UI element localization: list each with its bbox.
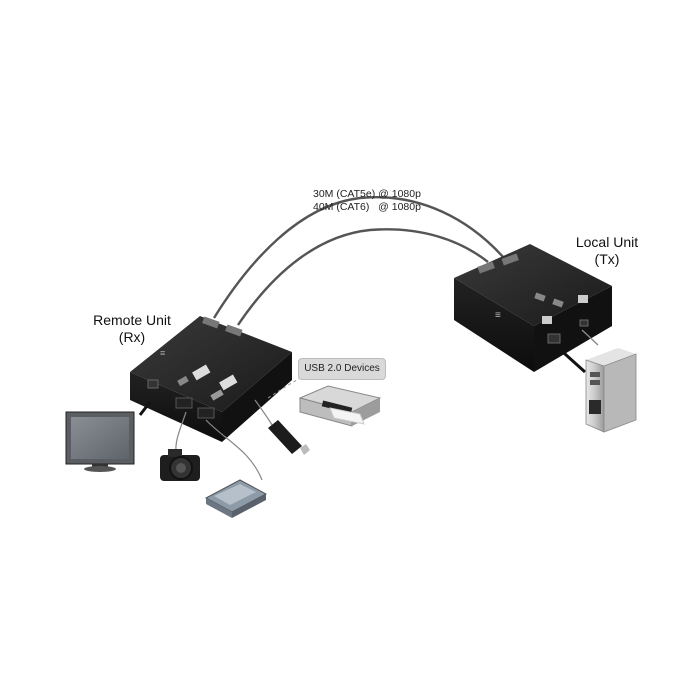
cable-spec-line-1: 30M (CAT5e) @ 1080p bbox=[313, 188, 421, 200]
remote-unit-title: Remote Unit bbox=[93, 312, 171, 328]
local-computer-cables bbox=[553, 329, 599, 374]
camera-icon bbox=[160, 449, 200, 481]
local-unit-device: ≡ bbox=[454, 244, 612, 372]
usb-flash-drive-icon bbox=[268, 420, 310, 455]
cable-spec-line-2: 40M (CAT6) @ 1080p bbox=[313, 201, 421, 213]
local-unit-label: Local Unit (Tx) bbox=[552, 234, 662, 268]
desktop-tower-icon bbox=[585, 348, 637, 433]
cat-cable-2 bbox=[237, 228, 489, 326]
svg-text:≡: ≡ bbox=[160, 348, 165, 358]
monitor-icon bbox=[65, 411, 135, 472]
scanner-icon bbox=[204, 479, 268, 518]
local-unit-subtitle: (Tx) bbox=[594, 251, 620, 267]
remote-unit-subtitle: (Rx) bbox=[118, 329, 146, 345]
usb-devices-callout: USB 2.0 Devices bbox=[298, 358, 386, 380]
cat-cable-1 bbox=[212, 196, 505, 319]
printer-icon bbox=[298, 385, 382, 427]
remote-peripheral-cables bbox=[138, 377, 301, 481]
local-unit-title: Local Unit bbox=[575, 234, 639, 250]
svg-text:≡: ≡ bbox=[495, 310, 501, 321]
remote-unit-device: ≡ bbox=[130, 316, 292, 442]
cat-cables bbox=[212, 196, 505, 326]
remote-unit-label: Remote Unit (Rx) bbox=[72, 312, 192, 346]
